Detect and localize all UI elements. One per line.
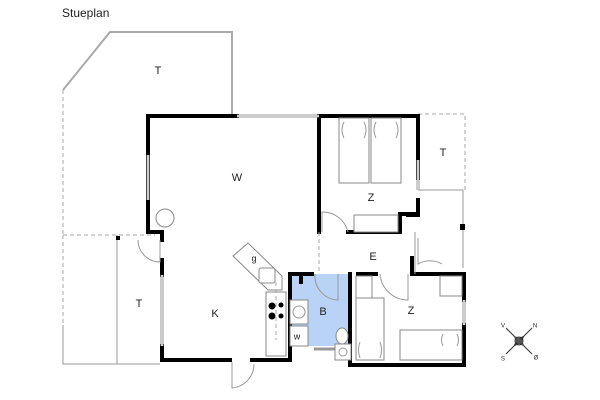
compass-west: V bbox=[501, 324, 505, 330]
exterior-walls bbox=[146, 114, 466, 367]
door-bedroom1 bbox=[321, 211, 349, 233]
terrace-right-outline bbox=[418, 113, 466, 268]
plan-title: Stueplan bbox=[62, 6, 110, 20]
beds-bedroom-2 bbox=[355, 275, 463, 361]
door-entrance bbox=[231, 362, 255, 389]
room-label-bedroom-2: Z bbox=[408, 305, 415, 317]
terrace-left-outline bbox=[62, 234, 160, 365]
room-label-terrace-top: T bbox=[155, 65, 162, 77]
bathroom-fixtures bbox=[289, 299, 352, 361]
windows bbox=[146, 114, 466, 351]
interior-openings bbox=[318, 232, 416, 274]
room-label-bathroom: B bbox=[319, 306, 326, 318]
room-label-bedroom-1: Z bbox=[368, 192, 375, 204]
room-label-kitchen: K bbox=[211, 308, 219, 320]
compass-icon: N Ø S V bbox=[501, 324, 539, 363]
door-bedroom2 bbox=[379, 273, 409, 301]
room-label-terrace-right: T bbox=[440, 147, 447, 159]
beds-bedroom-1 bbox=[338, 117, 402, 233]
room-label-living: W bbox=[232, 172, 243, 184]
door-bathroom bbox=[314, 273, 339, 301]
compass-north: N bbox=[533, 324, 537, 330]
room-label-terrace-left: T bbox=[136, 298, 143, 310]
door-terrace-right bbox=[417, 238, 443, 265]
compass-east: Ø bbox=[534, 356, 539, 362]
compass-south: S bbox=[501, 357, 505, 363]
fixture-label-gas: g bbox=[251, 253, 256, 263]
room-label-hall: E bbox=[369, 251, 376, 263]
fixture-label-washer: w bbox=[293, 331, 301, 341]
kitchen-fixtures bbox=[155, 208, 287, 357]
terrace-top-outline bbox=[62, 31, 233, 235]
door-terrace-left bbox=[137, 239, 161, 263]
doors bbox=[137, 211, 443, 389]
